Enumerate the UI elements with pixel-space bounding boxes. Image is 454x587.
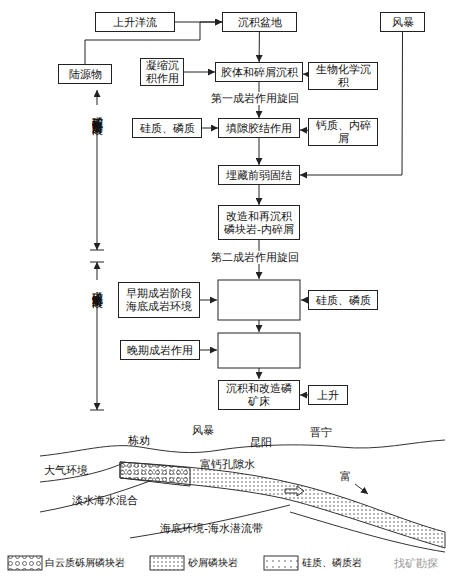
surface-line xyxy=(40,440,445,456)
legend-text: 砂屑磷块岩 xyxy=(188,557,238,569)
box-text: 硅质、磷质 xyxy=(316,294,371,307)
flow-arrow xyxy=(184,72,215,73)
flow-arrow xyxy=(202,128,218,129)
legend-sample xyxy=(8,556,42,570)
box-text: 沉积和改造磷矿床 xyxy=(221,382,297,408)
flow-arrow-symbol xyxy=(355,484,368,494)
flow-arrow-symbol xyxy=(285,486,304,496)
box-text: 沉积盆地 xyxy=(238,16,282,29)
stage-tick xyxy=(90,262,104,263)
annotation-label: 磷矿成岩富集阶段 xyxy=(91,280,104,292)
box-text: 改造和再沉积 磷块岩-内碎屑 xyxy=(221,210,297,236)
annotation-label: 海底环境-海水潜流带 xyxy=(160,522,263,535)
process-box: 早期成岩阶段 海底成岩环境 xyxy=(118,282,200,318)
annotation-label: 找矿勘探 xyxy=(394,557,438,570)
box-text: 凝缩沉 积作用 xyxy=(143,59,181,85)
flow-arrow xyxy=(259,368,260,379)
process-box: 硅质、磷质 xyxy=(132,118,202,138)
process-box: 生物化学沉积 xyxy=(308,62,378,90)
process-box: 硅质、磷质 xyxy=(308,290,378,310)
box-text: 硅质、磷质 xyxy=(140,122,195,135)
box-text: 上升 xyxy=(317,389,339,402)
annotation-label: 第二成岩作用旋回 xyxy=(209,251,301,264)
stage-tick xyxy=(90,410,104,411)
legend-sample xyxy=(150,556,184,570)
box-text: 早期成岩阶段 海底成岩环境 xyxy=(121,287,197,313)
process-box: 埋藏前弱固结 xyxy=(218,165,300,185)
flow-arrow xyxy=(259,138,260,165)
legend-text: 硅质、磷质岩 xyxy=(302,557,362,569)
flow-arrow xyxy=(300,32,403,175)
empty-box xyxy=(218,280,300,320)
process-box: 陆源物 xyxy=(58,64,112,84)
annotation-label: 栋劝 xyxy=(128,434,150,447)
annotation-label: 淡水海水混合 xyxy=(72,494,138,507)
box-text: 生物化学沉积 xyxy=(311,63,375,89)
flow-arrow xyxy=(259,185,260,205)
phosphorite-bed xyxy=(120,462,445,548)
box-text: 风暴 xyxy=(392,16,414,29)
annotation-label: 磷矿沉积改造富集阶段 xyxy=(91,105,104,119)
box-text: 埋藏前弱固结 xyxy=(226,169,292,182)
annotation-label: 昆阳 xyxy=(250,436,272,449)
process-box: 沉积盆地 xyxy=(222,12,297,32)
dolomitic-bed xyxy=(120,462,190,486)
flow-arrow xyxy=(259,32,260,62)
annotation-label: 富 xyxy=(340,470,351,483)
box-text: 陆源物 xyxy=(69,68,102,81)
flow-arrow xyxy=(300,395,308,396)
box-text: 填隙胶结作用 xyxy=(226,122,292,135)
process-box: 凝缩沉 积作用 xyxy=(140,58,184,86)
box-text: 钙质、内碎屑 xyxy=(311,119,375,145)
legend-sample xyxy=(264,556,298,570)
process-box: 钙质、内碎屑 xyxy=(308,118,378,146)
box-text: 晚期成岩作用 xyxy=(127,344,193,357)
process-box: 晚期成岩作用 xyxy=(120,340,200,360)
process-box: 填隙胶结作用 xyxy=(218,118,300,138)
flow-arrow xyxy=(200,300,217,301)
boundary-line xyxy=(40,462,125,482)
process-box: 上升洋流 xyxy=(95,12,175,32)
box-text: 上升洋流 xyxy=(113,16,157,29)
flow-arrow xyxy=(200,350,217,351)
flow-arrow xyxy=(300,130,308,131)
annotation-label: 大气环境 xyxy=(44,464,88,477)
stage-tick xyxy=(90,250,104,251)
boundary-line xyxy=(290,512,445,552)
boundary-line xyxy=(40,481,150,512)
annotation-label: 第一成岩作用旋回 xyxy=(209,92,301,105)
process-box: 改造和再沉积 磷块岩-内碎屑 xyxy=(218,205,300,240)
flow-arrow xyxy=(259,320,260,332)
process-box: 沉积和改造磷矿床 xyxy=(218,380,300,410)
flow-arrow xyxy=(301,300,308,301)
annotation-label: 晋宁 xyxy=(310,426,332,439)
annotation-label: 风暴 xyxy=(192,424,214,437)
box-text: 胶体和碎屑沉积 xyxy=(221,66,298,79)
boundary-line xyxy=(130,505,290,538)
annotation-label: 富钙孔隙水 xyxy=(200,458,255,471)
empty-box xyxy=(218,333,300,368)
process-box: 上升 xyxy=(308,385,348,405)
legend-text: 白云质砾屑磷块岩 xyxy=(45,557,125,569)
process-box: 风暴 xyxy=(380,12,425,32)
process-box: 胶体和碎屑沉积 xyxy=(215,62,303,82)
